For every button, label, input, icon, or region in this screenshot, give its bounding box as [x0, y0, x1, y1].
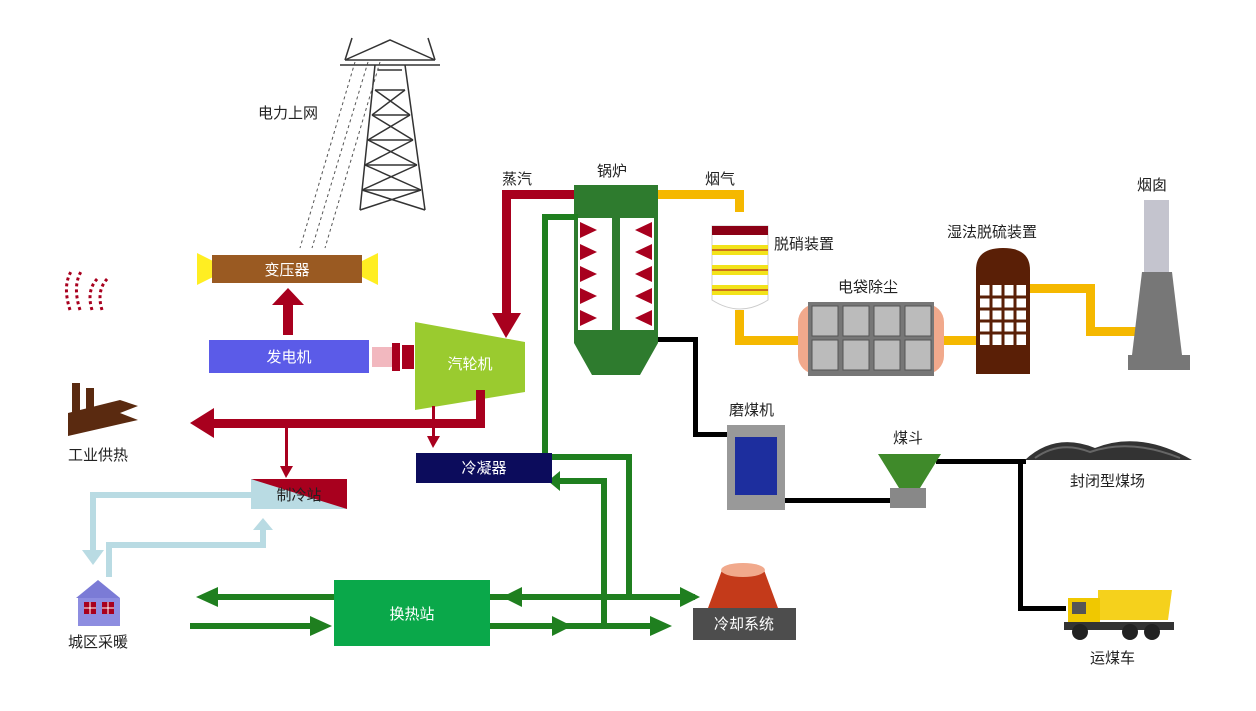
wet-desulfurization-label: 湿法脱硫装置	[947, 223, 1037, 241]
denitrification-unit	[711, 225, 769, 310]
generator-label: 发电机	[266, 348, 311, 366]
coal-pile-icon	[1025, 441, 1192, 460]
wet-desulfurization-tower	[976, 248, 1030, 374]
generator	[209, 340, 369, 373]
power-arrow-up	[272, 288, 304, 335]
chilled-water-lines	[82, 492, 273, 577]
heat-exchange-label: 换热站	[389, 605, 434, 623]
water-pipes	[190, 214, 700, 636]
refrigeration-station	[251, 479, 347, 509]
flue-gas-duct	[658, 190, 1136, 345]
bag-dust-label: 电袋除尘	[838, 278, 898, 296]
heat-exchange-station	[334, 580, 490, 646]
bag-dust-collector	[798, 302, 944, 376]
turbine	[415, 322, 525, 410]
coal-mill	[727, 425, 785, 510]
chimney-label: 烟囱	[1137, 176, 1167, 194]
denitrification-label: 脱硝装置	[774, 235, 834, 253]
house-icon	[76, 580, 120, 626]
dump-truck-icon	[1064, 590, 1174, 640]
steam-label: 蒸汽	[502, 170, 532, 188]
coal-truck-label: 运煤车	[1090, 649, 1135, 667]
refrigeration-label: 制冷站	[276, 486, 321, 504]
transformer-label: 变压器	[264, 261, 309, 279]
condenser	[416, 453, 552, 483]
coal-hopper	[878, 454, 941, 508]
boiler	[574, 185, 658, 375]
industrial-heating-label: 工业供热	[68, 446, 128, 464]
transformer	[197, 253, 378, 285]
flue-gas-label: 烟气	[705, 170, 735, 188]
steam-pipes	[190, 190, 574, 478]
coal-hopper-label: 煤斗	[893, 429, 923, 447]
condenser-label: 冷凝器	[461, 459, 506, 477]
coal-yard-label: 封闭型煤场	[1070, 472, 1145, 490]
cooling-system	[693, 608, 796, 640]
chimney-icon	[1128, 200, 1190, 370]
urban-heating-label: 城区采暖	[68, 633, 128, 651]
grid-power-label: 电力上网	[258, 104, 318, 122]
turbine-label: 汽轮机	[447, 355, 492, 373]
boiler-label: 锅炉	[597, 162, 627, 180]
transmission-tower-icon	[299, 37, 440, 249]
cooling-system-label: 冷却系统	[714, 615, 774, 633]
factory-icon	[65, 269, 138, 436]
coal-mill-label: 磨煤机	[729, 401, 774, 419]
coal-conveyor	[658, 337, 1066, 611]
cooling-tower-icon	[708, 563, 778, 608]
shaft-coupling	[372, 343, 414, 371]
